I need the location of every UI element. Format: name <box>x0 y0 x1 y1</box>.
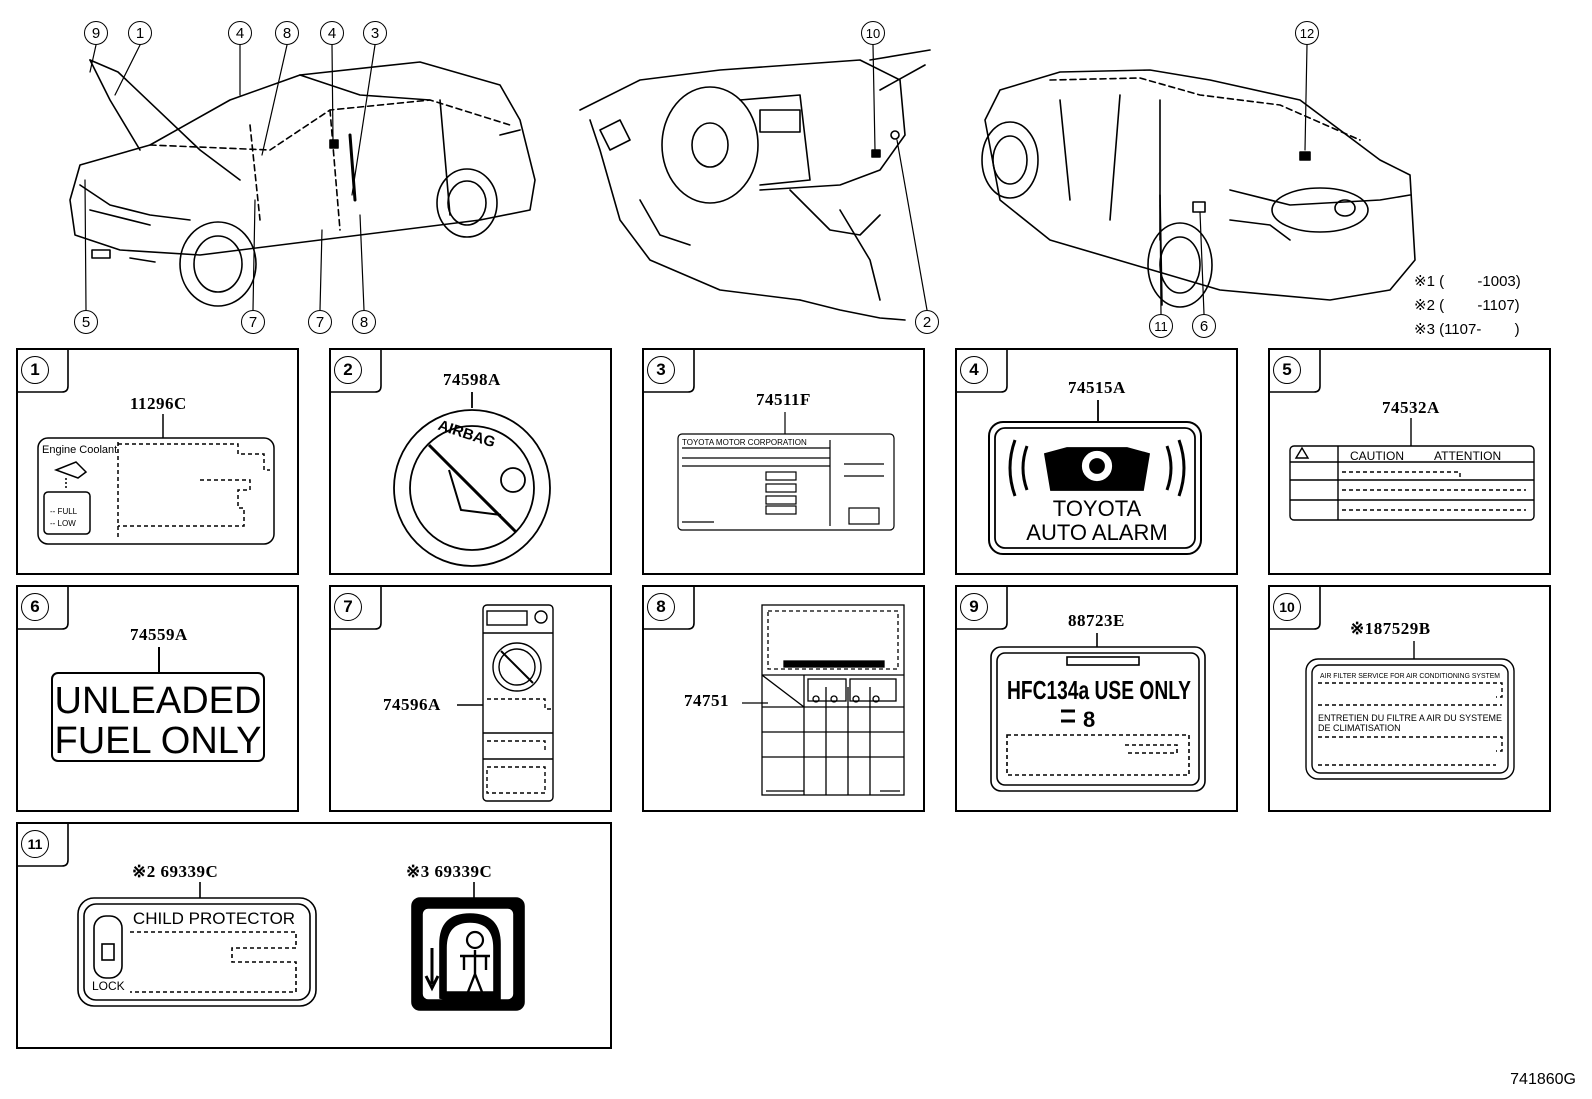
panel-index: 4 <box>960 356 988 384</box>
callout-12: 12 <box>1295 21 1319 45</box>
front-car-drawing <box>69 59 536 307</box>
fuel-line1: UNLEADED <box>55 680 262 722</box>
coolant-full: -- FULL <box>50 507 78 516</box>
alarm-line2: AUTO ALARM <box>1026 520 1167 545</box>
callout-3: 3 <box>363 21 387 45</box>
panel-index: 5 <box>1273 356 1301 384</box>
callout-10: 10 <box>861 21 885 45</box>
airfilter-fr2: DE CLIMATISATION <box>1318 723 1401 733</box>
panel-3: 3 74511F TOYOTA MOTOR CORPORATION <box>642 348 925 575</box>
refrigerant-value: 8 <box>1083 707 1095 732</box>
callout-9: 9 <box>84 21 108 45</box>
panel-index: 6 <box>21 593 49 621</box>
version-note-2: ※2 ( -1107) <box>1414 297 1520 314</box>
panel-index: 2 <box>334 356 362 384</box>
part-number: 74751 <box>684 691 729 710</box>
panel-10: 10 ※187529B AIR FILTER SERVICE FOR AIR C… <box>1268 585 1551 812</box>
airfilter-en: AIR FILTER SERVICE FOR AIR CONDITIONING … <box>1320 673 1500 680</box>
panel-index: 9 <box>960 593 988 621</box>
part-number: 88723E <box>1068 611 1125 630</box>
callout-8-b: 8 <box>352 310 376 334</box>
alarm-line1: TOYOTA <box>1053 496 1142 521</box>
panel-5: 5 74532A CAUTION ATTENTION <box>1268 348 1551 575</box>
refrigerant-main: HFC134a USE ONLY <box>1007 675 1191 705</box>
vehicle-plate-drawing: TOYOTA MOTOR CORPORATION <box>677 412 895 531</box>
child-protector-lock: LOCK <box>92 979 125 993</box>
callout-6: 6 <box>1192 314 1216 338</box>
coolant-title: Engine Coolant <box>42 444 117 456</box>
dashboard-drawing <box>579 49 931 321</box>
panel-9: 9 88723E HFC134a USE ONLY 8 <box>955 585 1238 812</box>
coolant-label-drawing: Engine Coolant -- FULL -- LOW <box>37 414 275 545</box>
part-number: 74532A <box>1382 398 1440 417</box>
illustration-code: 741860G <box>1510 1071 1576 1088</box>
panel-2: 2 74598A AIRBAG <box>329 348 612 575</box>
alarm-label-drawing: TOYOTA AUTO ALARM <box>988 400 1202 555</box>
part-number: 74511F <box>756 390 811 409</box>
coolant-low: -- LOW <box>50 519 76 528</box>
callout-4: 4 <box>228 21 252 45</box>
callout-11: 11 <box>1149 314 1173 338</box>
panel-index: 11 <box>21 830 49 858</box>
callout-5: 5 <box>74 310 98 334</box>
callout-7: 7 <box>241 310 265 334</box>
panel-index: 7 <box>334 593 362 621</box>
airfilter-label-drawing: AIR FILTER SERVICE FOR AIR CONDITIONING … <box>1305 641 1515 780</box>
plate-header: TOYOTA MOTOR CORPORATION <box>682 438 807 447</box>
callout-2: 2 <box>915 310 939 334</box>
version-note-1: ※1 ( -1003) <box>1414 273 1521 290</box>
airbag-ring-text: AIRBAG <box>436 417 498 451</box>
panel-index: 10 <box>1273 593 1301 621</box>
panel-8: 8 74751 <box>642 585 925 812</box>
part-number-b: ※3 69339C <box>406 862 493 881</box>
part-number: 74598A <box>443 370 501 389</box>
panel-4: 4 74515A TOYOTA AUTO ALARM <box>955 348 1238 575</box>
sunvisor-label-drawing <box>457 604 554 802</box>
caution-text: CAUTION <box>1350 449 1404 463</box>
panel-index: 3 <box>647 356 675 384</box>
part-number-a: ※2 69339C <box>132 862 219 881</box>
child-protector-title: CHILD PROTECTOR <box>133 909 295 928</box>
part-number: 74515A <box>1068 378 1126 397</box>
panel-7: 7 74596A <box>329 585 612 812</box>
version-note-3: ※3 (1107- ) <box>1414 321 1520 338</box>
rear-car-drawing <box>981 69 1416 308</box>
refrigerant-label-drawing: HFC134a USE ONLY 8 <box>990 633 1206 792</box>
panel-index: 1 <box>21 356 49 384</box>
panel-index: 8 <box>647 593 675 621</box>
attention-text: ATTENTION <box>1434 449 1501 463</box>
tire-label-drawing <box>742 604 905 796</box>
part-number: 74596A <box>383 695 441 714</box>
fuel-label-drawing: UNLEADED FUEL ONLY <box>51 647 265 762</box>
leader-lines <box>84 44 1308 315</box>
caution-label-drawing: CAUTION ATTENTION <box>1289 418 1535 521</box>
part-number: 11296C <box>130 394 187 413</box>
fuel-line2: FUEL ONLY <box>55 720 262 762</box>
part-number: ※187529B <box>1350 619 1431 638</box>
panel-11: 11 ※2 69339C ※3 69339C CHILD PROTECTOR L… <box>16 822 612 1049</box>
callout-1: 1 <box>128 21 152 45</box>
airfilter-fr1: ENTRETIEN DU FILTRE A AIR DU SYSTEME <box>1318 713 1502 723</box>
airbag-label-drawing: AIRBAG <box>393 392 551 567</box>
child-protector-drawing: CHILD PROTECTOR LOCK <box>77 882 525 1011</box>
callout-7-b: 7 <box>308 310 332 334</box>
part-number: 74559A <box>130 625 188 644</box>
vehicle-illustrations <box>69 44 1416 321</box>
panel-6: 6 74559A UNLEADED FUEL ONLY <box>16 585 299 812</box>
panel-1: 1 11296C Engine Coolant -- FULL -- LOW <box>16 348 299 575</box>
callout-8: 8 <box>275 21 299 45</box>
callout-4-b: 4 <box>320 21 344 45</box>
